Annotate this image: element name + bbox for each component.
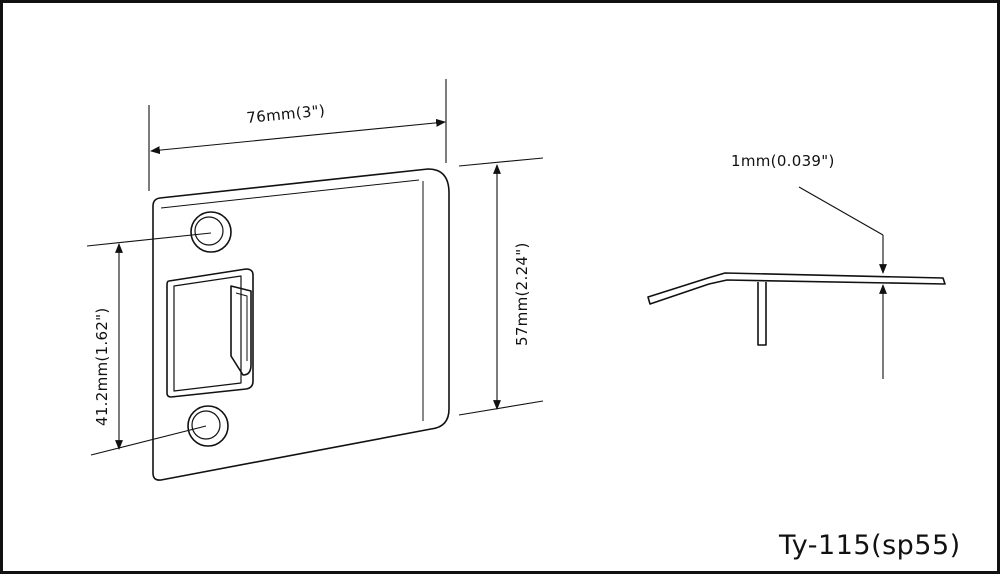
hole-spacing-dimension [86,232,212,456]
strike-plate-front-view [152,168,450,481]
latch-opening [166,268,254,398]
bottom-screw-hole [187,405,229,447]
width-dimension-line [150,118,446,155]
width-dimension-label: 76mm(3") [246,101,326,127]
top-screw-hole [190,211,232,253]
width-dimension [148,79,447,191]
plate-outline [152,168,450,481]
hole-spacing-dimension-label: 41.2mm(1.62") [93,307,111,426]
thickness-leader [798,186,884,236]
hole-extension-bottom [90,425,207,456]
technical-drawing: 76mm(3") 57mm(2.24") 41.2mm(1.62") 1mm(0… [86,79,961,561]
profile-outline [647,272,946,305]
hole-extension-top [86,232,212,247]
strike-plate-side-view [647,272,946,346]
plate-bevel-top [160,179,420,209]
thickness-dimension [798,186,887,379]
model-label: Ty-115(sp55) [778,530,961,561]
height-extension-bottom [458,400,544,416]
height-dimension-label: 57mm(2.24") [513,242,531,346]
profile-tab [757,282,767,346]
height-dimension [458,157,544,416]
thickness-dimension-label: 1mm(0.039") [731,152,835,170]
height-extension-top [458,157,544,167]
